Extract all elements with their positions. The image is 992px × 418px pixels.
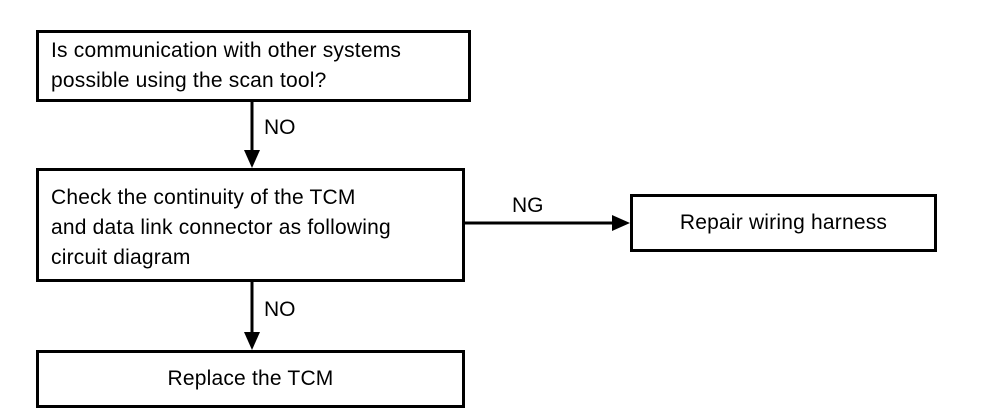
edge-label-question-no: NO bbox=[264, 116, 296, 139]
check-line-1: Check the continuity of the TCM bbox=[51, 186, 356, 209]
question-line-1: Is communication with other systems bbox=[51, 39, 402, 62]
check-line-3: circuit diagram bbox=[51, 246, 191, 269]
edge-label-check-ng: NG bbox=[512, 194, 544, 217]
edge-question-to-check-arrowhead bbox=[244, 150, 260, 168]
repair-box: Repair wiring harness bbox=[630, 194, 937, 252]
edge-label-check-no: NO bbox=[264, 298, 296, 321]
repair-label: Repair wiring harness bbox=[679, 211, 888, 234]
replace-label: Replace the TCM bbox=[167, 367, 334, 390]
edge-check-to-repair-arrowhead bbox=[612, 215, 630, 231]
check-box: Check the continuity of the TCM and data… bbox=[36, 168, 465, 282]
question-box: Is communication with other systems poss… bbox=[36, 30, 471, 102]
question-line-2: possible using the scan tool? bbox=[51, 69, 327, 92]
check-line-2: and data link connector as following bbox=[51, 216, 391, 239]
edge-check-to-replace-arrowhead bbox=[244, 332, 260, 350]
replace-box: Replace the TCM bbox=[36, 350, 465, 408]
